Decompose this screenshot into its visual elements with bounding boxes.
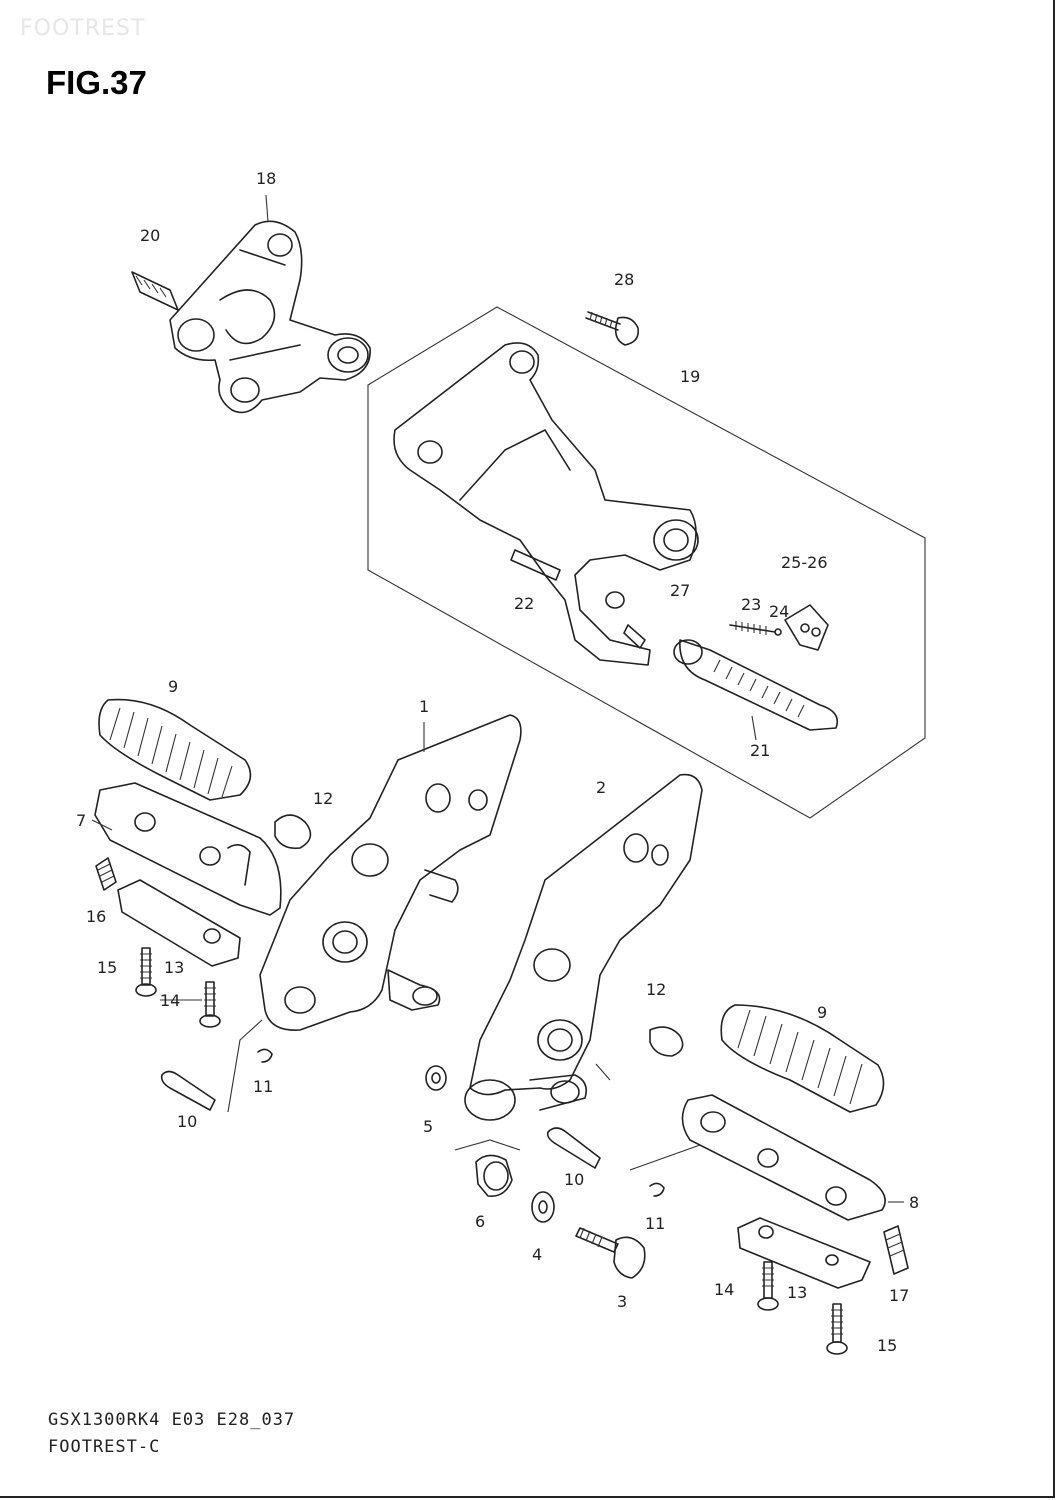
- part-11-left-clip-drawing: [257, 1048, 273, 1063]
- callout-27: 27: [670, 581, 690, 600]
- part-23-spring-drawing: [729, 621, 776, 635]
- part-14-left-bolt-drawing: [199, 981, 221, 1028]
- drawing-name: FOOTREST-C: [48, 1437, 161, 1457]
- callout-leader-lines: [91, 194, 904, 1203]
- drawing-code: GSX1300RK4 E03 E28_037: [48, 1410, 296, 1430]
- callout-20: 20: [140, 226, 160, 245]
- left-assembly-leader-lines: [227, 1019, 263, 1113]
- callout-14-right: 14: [714, 1280, 734, 1299]
- callout-10-left: 10: [177, 1112, 197, 1131]
- part-3-bolt-drawing: [575, 1227, 646, 1279]
- callout-19: 19: [680, 367, 700, 386]
- callout-2: 2: [596, 778, 606, 797]
- callout-15-left: 15: [97, 958, 117, 977]
- part-11-right-clip-drawing: [649, 1182, 665, 1197]
- part-8-right-footrest-drawing: [681, 1094, 886, 1221]
- kit-boundary-box: [367, 306, 926, 819]
- callout-18: 18: [256, 169, 276, 188]
- part-25-26-plate-drawing: [784, 604, 829, 651]
- part-24-ball-drawing: [774, 628, 782, 636]
- callout-23: 23: [741, 595, 761, 614]
- callout-6: 6: [475, 1212, 485, 1231]
- callout-4: 4: [532, 1245, 542, 1264]
- part-6-collar-drawing: [475, 1154, 513, 1197]
- part-18-bracket-drawing: [169, 220, 371, 414]
- part-19-bracket-drawing: [393, 342, 699, 666]
- callout-14-left: 14: [160, 991, 180, 1010]
- callout-labels: 18 20 28 19 25-26 27 22 23 24 21 9 1 2 1…: [76, 169, 919, 1355]
- part-12-left-spring-drawing: [274, 814, 312, 850]
- part-22-pin-drawing: [510, 549, 561, 581]
- part-15-left-bolt-drawing: [135, 947, 157, 997]
- figure-title: FIG.37: [46, 64, 147, 101]
- part-5-washer-drawing: [425, 1065, 447, 1091]
- callout-9-right: 9: [817, 1003, 827, 1022]
- callout-24: 24: [769, 602, 789, 621]
- callout-11-right: 11: [645, 1214, 665, 1233]
- part-13-right-plate-drawing: [737, 1217, 871, 1289]
- part-9-left-rubber-drawing: [98, 698, 252, 801]
- callout-16: 16: [86, 907, 106, 926]
- part-28-bolt-drawing: [585, 311, 640, 346]
- part-20-peg-drawing: [131, 271, 179, 311]
- callout-22: 22: [514, 594, 534, 613]
- callout-3: 3: [617, 1292, 627, 1311]
- part-21-peg-drawing: [673, 639, 839, 731]
- part-7-left-footrest-drawing: [94, 782, 282, 916]
- part-9-right-rubber-drawing: [720, 1004, 885, 1113]
- callout-21: 21: [750, 741, 770, 760]
- callout-25-26: 25-26: [781, 553, 828, 572]
- callout-10-right: 10: [564, 1170, 584, 1189]
- part-15-right-bolt-drawing: [826, 1303, 848, 1355]
- callout-1: 1: [419, 697, 429, 716]
- callout-11-left: 11: [253, 1077, 273, 1096]
- part-12-right-spring-drawing: [649, 1026, 684, 1057]
- callout-8: 8: [909, 1193, 919, 1212]
- right-assembly-leader-lines: [454, 1063, 701, 1171]
- callout-7: 7: [76, 811, 86, 830]
- watermark-text: FOOTREST: [20, 16, 146, 41]
- callout-12-left: 12: [313, 789, 333, 808]
- part-13-left-plate-drawing: [117, 879, 241, 967]
- callout-5: 5: [423, 1117, 433, 1136]
- part-27-washer-drawing: [605, 591, 646, 649]
- part-10-left-pin-drawing: [160, 1070, 216, 1111]
- part-2-right-bracket-drawing: [464, 773, 703, 1121]
- callout-13-right: 13: [787, 1283, 807, 1302]
- callout-13-left: 13: [164, 958, 184, 977]
- part-10-right-pin-drawing: [546, 1127, 601, 1169]
- callout-15-right: 15: [877, 1336, 897, 1355]
- part-4-washer-drawing: [531, 1191, 555, 1223]
- callout-12-right: 12: [646, 980, 666, 999]
- part-17-stopper-drawing: [883, 1225, 909, 1275]
- part-16-stopper-drawing: [95, 857, 117, 891]
- callout-9-left: 9: [168, 677, 178, 696]
- callout-28: 28: [614, 270, 634, 289]
- part-1-left-bracket-drawing: [259, 714, 522, 1031]
- callout-17: 17: [889, 1286, 909, 1305]
- part-14-right-bolt-drawing: [757, 1261, 779, 1311]
